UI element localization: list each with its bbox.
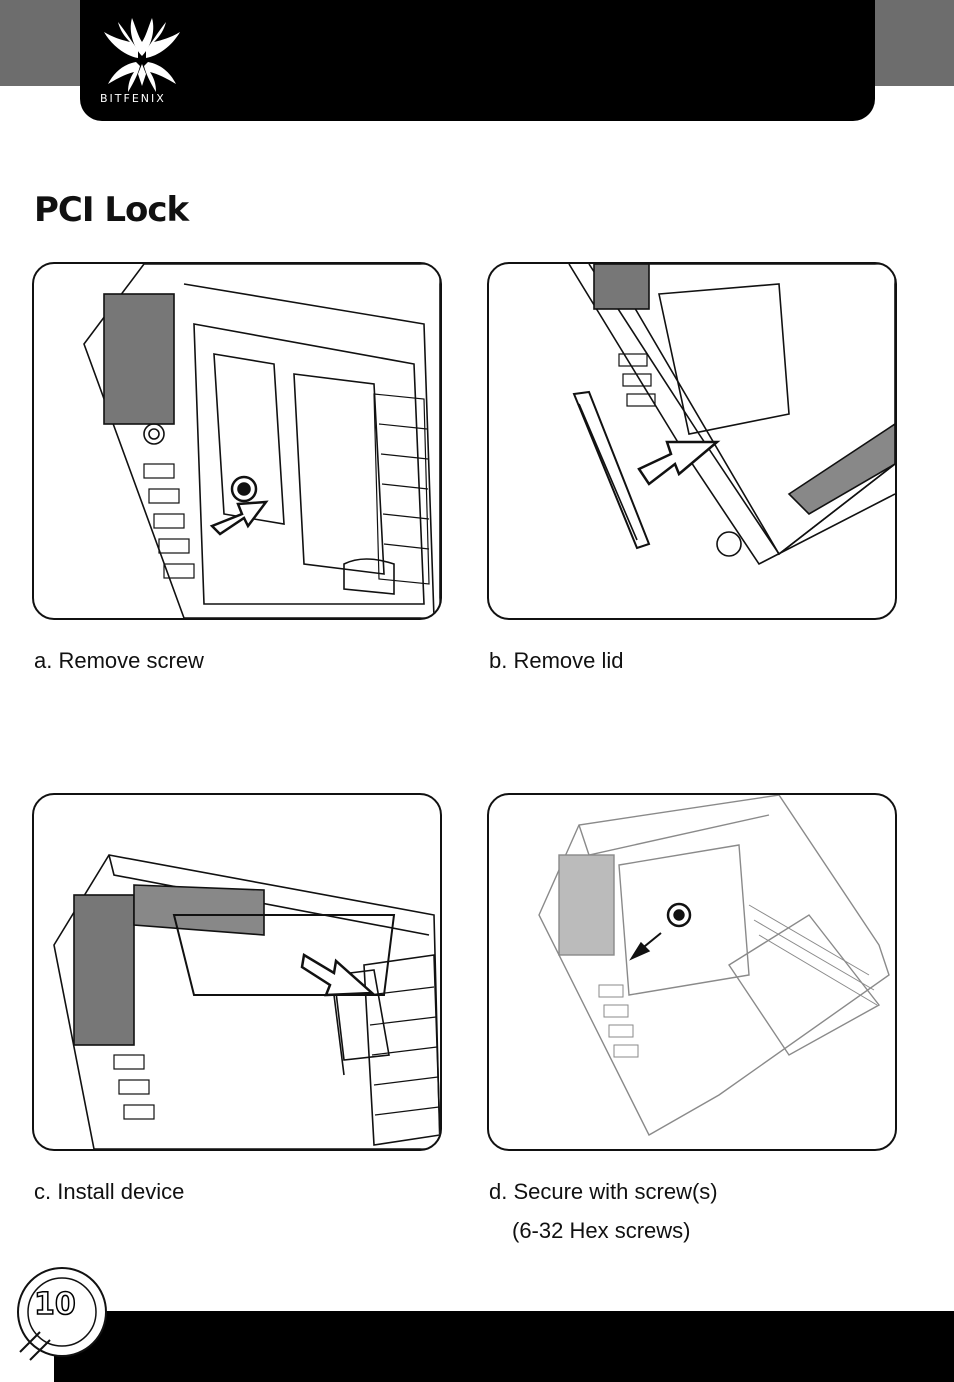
header-side-right [870, 0, 954, 86]
secure-screw-illustration [487, 793, 897, 1151]
step-c-caption: c. Install device [34, 1179, 185, 1204]
header-side-left [0, 0, 82, 86]
page-number: 10 [33, 1286, 76, 1323]
header-bar [80, 0, 875, 121]
step-a-caption: a. Remove screw [34, 648, 204, 673]
remove-screw-illustration [32, 262, 442, 620]
step-d-note: (6-32 Hex screws) [512, 1218, 691, 1243]
install-device-illustration [32, 793, 442, 1151]
brand-wordmark: BITFENIX [100, 92, 166, 105]
step-d-caption: d. Secure with screw(s) [489, 1179, 718, 1204]
page-title: PCI Lock [34, 190, 189, 230]
footer-bar [54, 1311, 954, 1382]
page-number-badge [17, 1267, 107, 1361]
step-b-caption: b. Remove lid [489, 648, 624, 673]
bitfenix-logo-icon [104, 18, 180, 92]
remove-lid-illustration [487, 262, 897, 620]
